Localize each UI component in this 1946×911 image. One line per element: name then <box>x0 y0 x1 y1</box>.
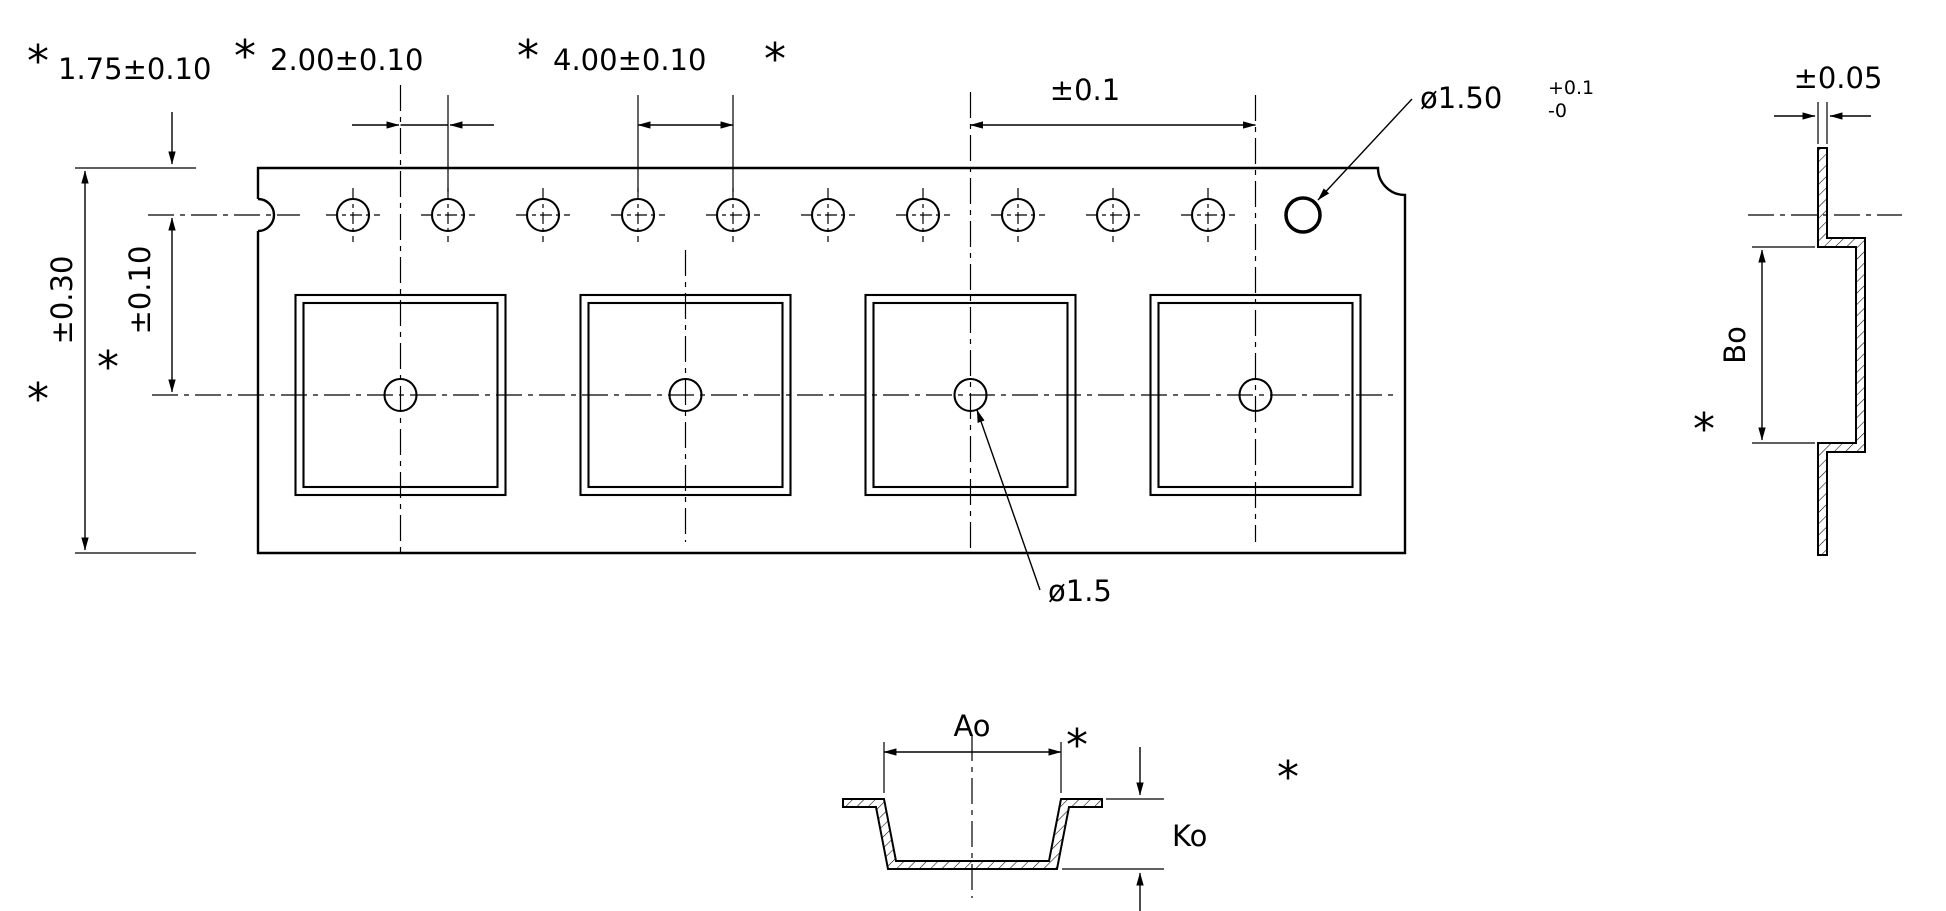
sprocket-hole <box>1179 186 1237 244</box>
dim-hole-dia-tol-plus: +0.1 <box>1548 77 1594 99</box>
dim-pocket-hole-label: ø1.5 <box>1048 574 1112 608</box>
dim-hole-dia-tol-minus: -0 <box>1548 100 1567 122</box>
dim-thickness-label: ±0.05 <box>1794 61 1883 95</box>
dim-hole-dia-label: ø1.50 <box>1420 81 1502 115</box>
pocket-section-profile <box>842 798 1103 870</box>
dim-edge-to-hole-label: 1.75±0.10 <box>58 52 211 86</box>
pocket-cross-section-view: Ao * Ko * <box>842 709 1299 911</box>
dim-bo-label: Bo <box>1718 326 1752 364</box>
dim-sprocket-pitch-label: 4.00±0.10 <box>553 43 706 77</box>
asterisk-marker: * <box>97 342 119 393</box>
tape-plan-view <box>148 85 1407 558</box>
sprocket-hole <box>419 186 477 244</box>
dim-hole-to-pocket-label: ±0.10 <box>123 246 157 335</box>
asterisk-marker: * <box>234 31 256 82</box>
leader-hole-dia <box>1317 98 1413 201</box>
plan-dimensions: * 1.75±0.10 ±0.30 * ±0.10 * * 2.00±0.10 … <box>27 31 1594 608</box>
asterisk-marker: * <box>27 374 49 425</box>
asterisk-marker: * <box>27 36 49 87</box>
sprocket-hole-callout-circle <box>1284 196 1322 234</box>
side-section-profile <box>1817 147 1866 556</box>
dim-ao-label: Ao <box>953 709 990 743</box>
sprocket-hole <box>704 186 762 244</box>
dim-ko-label: Ko <box>1172 819 1207 853</box>
tape-end-half-sprocket-hole <box>257 197 276 233</box>
tape-outline <box>256 166 1407 555</box>
leader-pocket-hole <box>976 409 1041 591</box>
side-section-view: ±0.05 Bo * <box>1693 61 1902 556</box>
sprocket-hole <box>514 186 572 244</box>
dim-pocket-pitch-label: ±0.1 <box>1050 73 1120 107</box>
dim-tape-width-label: ±0.30 <box>45 256 79 345</box>
sprocket-hole <box>324 186 382 244</box>
asterisk-marker: * <box>1693 404 1715 455</box>
sprocket-hole <box>1084 186 1142 244</box>
sprocket-hole <box>799 186 857 244</box>
asterisk-marker: * <box>1277 752 1299 803</box>
dim-pocket-to-hole-label: 2.00±0.10 <box>270 43 423 77</box>
sprocket-hole <box>609 186 667 244</box>
sprocket-hole <box>894 186 952 244</box>
asterisk-marker: * <box>517 31 539 82</box>
asterisk-marker: * <box>1066 720 1088 771</box>
sprocket-hole <box>989 186 1047 244</box>
asterisk-marker: * <box>764 34 786 85</box>
